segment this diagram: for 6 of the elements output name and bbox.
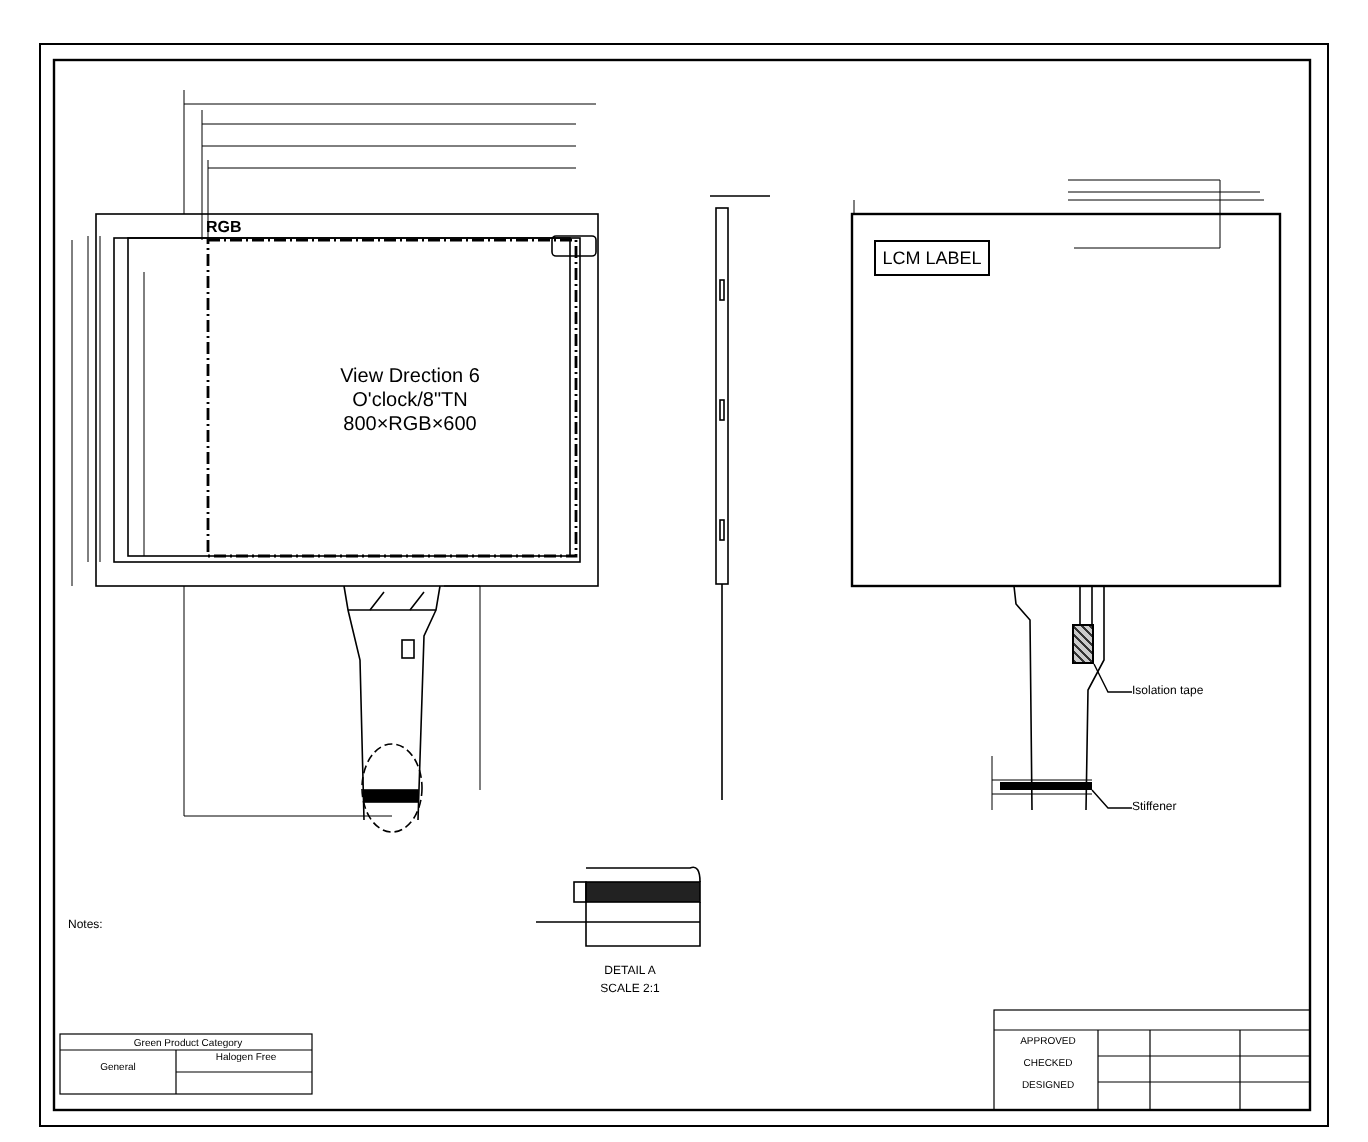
leader-line [1093, 663, 1133, 693]
stiffener-bar [1000, 782, 1092, 790]
leader-line [1091, 789, 1133, 809]
label-box: LCM LABEL [874, 240, 990, 276]
drawing-label: RGB [206, 220, 244, 236]
tape-patch [1072, 624, 1094, 664]
